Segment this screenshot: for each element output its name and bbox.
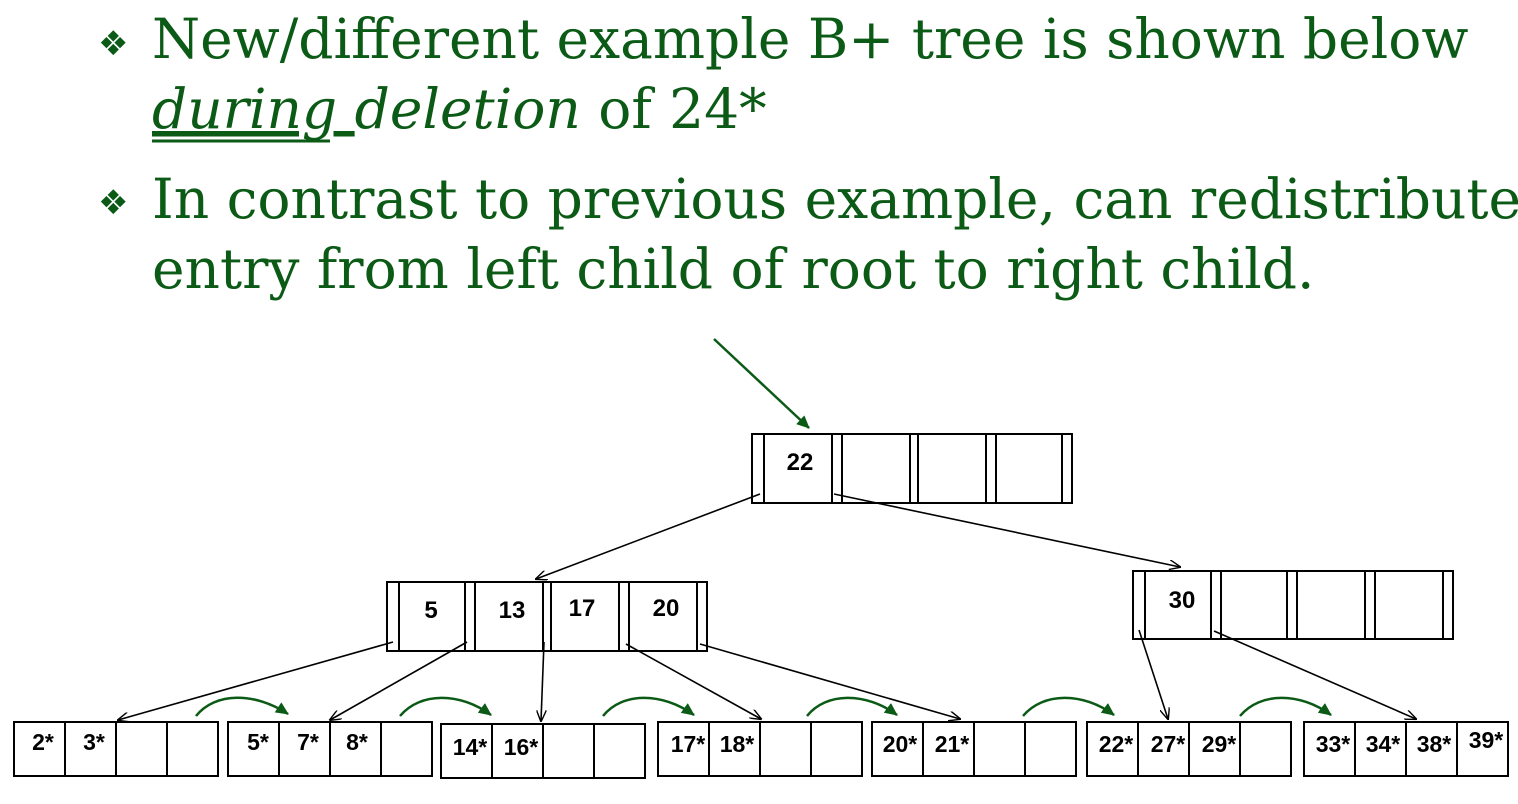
- sibling-arrow-6: [1239, 696, 1332, 717]
- leaf-5-entry-2: 21*: [935, 731, 970, 757]
- root-node: 22: [751, 433, 1073, 504]
- left-inner-key-1: 5: [424, 597, 437, 624]
- root-entry-arrow: [713, 338, 810, 429]
- leaf-7-entry-1: 33*: [1316, 731, 1351, 757]
- bullet-1-during-text: during: [152, 77, 355, 141]
- leaf-6-entry-2: 27*: [1151, 731, 1186, 757]
- leaf-1-entry-1: 2*: [32, 729, 54, 755]
- leaf-4: 17* 18*: [657, 721, 863, 777]
- leaf-7-entry-4: 39*: [1469, 727, 1504, 753]
- bullet-2-line-1: In contrast to previous example, can red…: [152, 167, 1518, 231]
- leaf-2: 5* 7* 8*: [227, 721, 433, 777]
- left-inner-key-4: 20: [653, 595, 680, 622]
- bullet-1-deletion-text: deletion: [355, 77, 581, 141]
- pointer-left-leaf-1: [118, 641, 394, 720]
- leaf-3-entry-2: 16*: [504, 734, 539, 760]
- leaf-7: 33* 34* 38* 39*: [1303, 721, 1509, 777]
- leaf-1: 2* 3*: [13, 721, 219, 777]
- leaf-6: 22* 27* 29*: [1086, 721, 1292, 777]
- leaf-2-entry-1: 5*: [247, 729, 269, 755]
- pointer-left-leaf-3: [541, 641, 544, 721]
- pointer-right-leaf-7: [1213, 630, 1416, 719]
- left-inner-key-3: 17: [569, 595, 596, 622]
- bullet-2-diamond-icon: ❖: [98, 183, 128, 223]
- pointer-right-leaf-6: [1138, 629, 1168, 719]
- pointer-root-left: [536, 493, 761, 579]
- bullet-1-diamond-icon: ❖: [98, 24, 128, 64]
- leaf-2-entry-2: 7*: [297, 729, 319, 755]
- bullet-1-rest-text: of 24*: [581, 77, 767, 141]
- leaf-6-entry-1: 22*: [1099, 731, 1134, 757]
- leaf-5-entry-1: 20*: [883, 731, 918, 757]
- pointer-left-leaf-2: [330, 641, 468, 720]
- leaf-2-entry-3: 8*: [346, 729, 368, 755]
- root-key-1: 22: [787, 449, 814, 476]
- right-inner-node: 30: [1132, 570, 1454, 640]
- sibling-arrow-2: [399, 696, 492, 717]
- pointer-left-leaf-4: [625, 643, 761, 719]
- pointer-root-right: [833, 493, 1180, 567]
- sibling-arrow-1: [195, 696, 289, 717]
- leaf-1-entry-2: 3*: [83, 729, 105, 755]
- leaf-4-entry-1: 17*: [671, 731, 706, 757]
- sibling-arrow-5: [1022, 696, 1115, 717]
- sibling-arrow-3: [602, 696, 695, 717]
- leaf-7-entry-2: 34*: [1366, 731, 1401, 757]
- leaf-3-entry-1: 14*: [453, 734, 488, 760]
- bullet-1-line-1: New/different example B+ tree is shown b…: [152, 7, 1468, 71]
- leaf-4-entry-2: 18*: [720, 731, 755, 757]
- right-inner-key-1: 30: [1169, 587, 1196, 614]
- pointer-left-leaf-5: [699, 643, 960, 719]
- leaf-7-entry-3: 38*: [1417, 731, 1452, 757]
- leaf-5: 20* 21*: [871, 721, 1077, 777]
- bullet-1-line-2: during deletion of 24*: [152, 77, 767, 141]
- left-inner-node: 5 13 17 20: [386, 581, 708, 652]
- bullet-2-line-2: entry from left child of root to right c…: [152, 237, 1314, 301]
- leaf-3: 14* 16*: [440, 723, 646, 779]
- left-inner-key-2: 13: [499, 597, 526, 624]
- leaf-6-entry-3: 29*: [1202, 731, 1237, 757]
- sibling-arrow-4: [806, 696, 898, 717]
